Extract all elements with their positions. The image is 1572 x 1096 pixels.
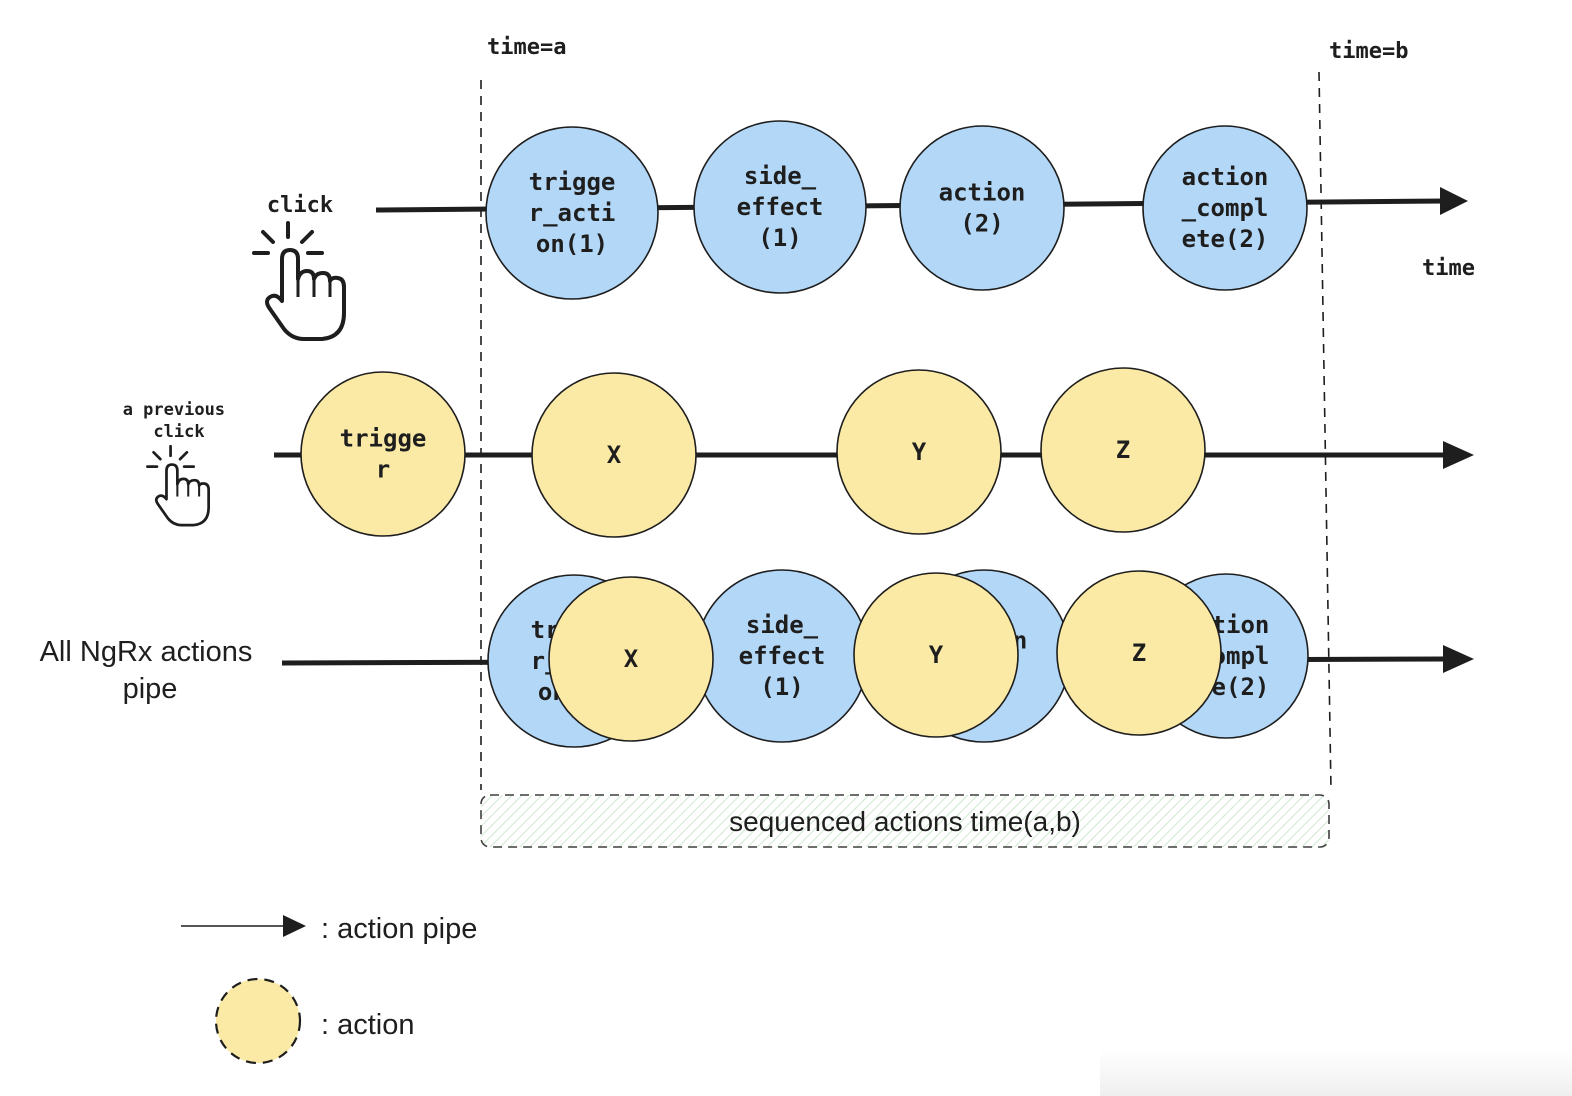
sequenced-band-label: sequenced actions time(a,b) bbox=[729, 806, 1081, 837]
previous-click-label: a previous click bbox=[123, 400, 236, 442]
action-label-line: on(1) bbox=[536, 230, 608, 258]
action-marble-all-actions: Z bbox=[1056, 570, 1222, 736]
action-circle bbox=[1142, 125, 1308, 291]
action-marble-all-actions: side_effect (1) bbox=[695, 569, 869, 743]
action-label-line: effect bbox=[737, 193, 824, 221]
action-circle bbox=[1040, 367, 1206, 533]
action-marble-click: action (2) bbox=[899, 125, 1065, 291]
action-label: trigge r bbox=[340, 425, 427, 484]
action-circle bbox=[531, 372, 697, 538]
time-b-dashed-line bbox=[1318, 71, 1332, 791]
pointer-hand-click-icon bbox=[146, 444, 211, 527]
action-circle bbox=[485, 126, 659, 300]
action-marble-all-actions: X bbox=[548, 576, 714, 742]
sequenced-band-box bbox=[480, 794, 1330, 848]
action-label-line: Y bbox=[912, 438, 927, 466]
sequenced-actions-band: sequenced actions time(a,b) bbox=[480, 794, 1330, 848]
action-marble-previous-click: Z bbox=[1040, 367, 1206, 533]
click-label: click bbox=[267, 193, 333, 218]
action-label-line: _compl bbox=[1182, 194, 1269, 222]
time-a-label: time=a bbox=[487, 35, 566, 60]
action-label-line: action bbox=[939, 179, 1026, 207]
all-actions-label-line: pipe bbox=[123, 673, 178, 705]
action-circle bbox=[1056, 570, 1222, 736]
action-label: trigge r_acti on(1) bbox=[529, 168, 616, 258]
legend-arrow-head bbox=[283, 915, 306, 937]
action-label: side_effect (1) bbox=[737, 162, 824, 252]
action-label-line: X bbox=[624, 645, 639, 673]
action-label-line: Y bbox=[929, 641, 944, 669]
action-circle bbox=[899, 125, 1065, 291]
action-label: Y bbox=[912, 438, 927, 466]
action-label: Z bbox=[1132, 639, 1146, 667]
action-label: Y bbox=[929, 641, 944, 669]
pointer-hand-click-icon bbox=[252, 221, 346, 341]
action-marble-previous-click: trigge r bbox=[300, 371, 466, 537]
action-marble-all-actions: Y bbox=[853, 572, 1019, 738]
action-label-line: r_acti bbox=[529, 199, 616, 227]
action-label-line: side_ bbox=[746, 611, 819, 639]
time-b-label: time=b bbox=[1329, 39, 1408, 64]
action-label-line: (1) bbox=[758, 224, 801, 252]
legend: : action pipe : action bbox=[181, 913, 477, 1065]
action-label-line: Z bbox=[1132, 639, 1146, 667]
action-circle bbox=[836, 369, 1002, 535]
action-label-line: (2) bbox=[960, 210, 1003, 238]
all-actions-label: All NgRx actions pipe bbox=[40, 636, 261, 705]
action-circle bbox=[548, 576, 714, 742]
all-actions-label-line: All NgRx actions bbox=[40, 636, 253, 668]
action-marble-click: action _compl ete(2) bbox=[1142, 125, 1308, 291]
action-marble-previous-click: Y bbox=[836, 369, 1002, 535]
action-label-line: (1) bbox=[760, 673, 803, 701]
action-circle bbox=[853, 572, 1019, 738]
action-label-line: X bbox=[607, 441, 622, 469]
action-circle bbox=[693, 120, 867, 294]
action-label-line: Z bbox=[1116, 436, 1130, 464]
action-label-line: r bbox=[376, 456, 390, 484]
legend-action-circle bbox=[214, 977, 302, 1065]
action-label: action _compl ete(2) bbox=[1182, 163, 1269, 253]
click-label-line: click bbox=[267, 193, 333, 218]
action-label: X bbox=[624, 645, 639, 673]
action-label: X bbox=[607, 441, 622, 469]
previous-click-label-line: click bbox=[153, 422, 204, 442]
row-click-arrow-head bbox=[1440, 187, 1468, 215]
action-marble-click: side_effect (1) bbox=[693, 120, 867, 294]
action-marble-previous-click: X bbox=[531, 372, 697, 538]
previous-click-label-line: a previous bbox=[123, 400, 225, 420]
action-label-line: effect bbox=[739, 642, 826, 670]
action-label: side_effect (1) bbox=[739, 611, 826, 701]
action-circle bbox=[300, 371, 466, 537]
window-edge-shadow bbox=[1100, 1050, 1572, 1096]
row-previous-click-arrow-head bbox=[1443, 441, 1474, 469]
action-label-line: trigge bbox=[529, 168, 616, 196]
action-marble-click: trigge r_acti on(1) bbox=[485, 126, 659, 300]
action-label-line: action bbox=[1182, 163, 1269, 191]
action-label-line: side_ bbox=[744, 162, 817, 190]
action-label-line: ete(2) bbox=[1182, 225, 1269, 253]
row-all-actions-arrow-head bbox=[1443, 645, 1474, 673]
legend-action-label: : action bbox=[321, 1009, 415, 1041]
legend-pipe-label: : action pipe bbox=[321, 913, 477, 945]
action-label: action (2) bbox=[939, 179, 1026, 238]
time-axis-label: time bbox=[1422, 256, 1475, 281]
action-label: Z bbox=[1116, 436, 1130, 464]
action-label-line: trigge bbox=[340, 425, 427, 453]
